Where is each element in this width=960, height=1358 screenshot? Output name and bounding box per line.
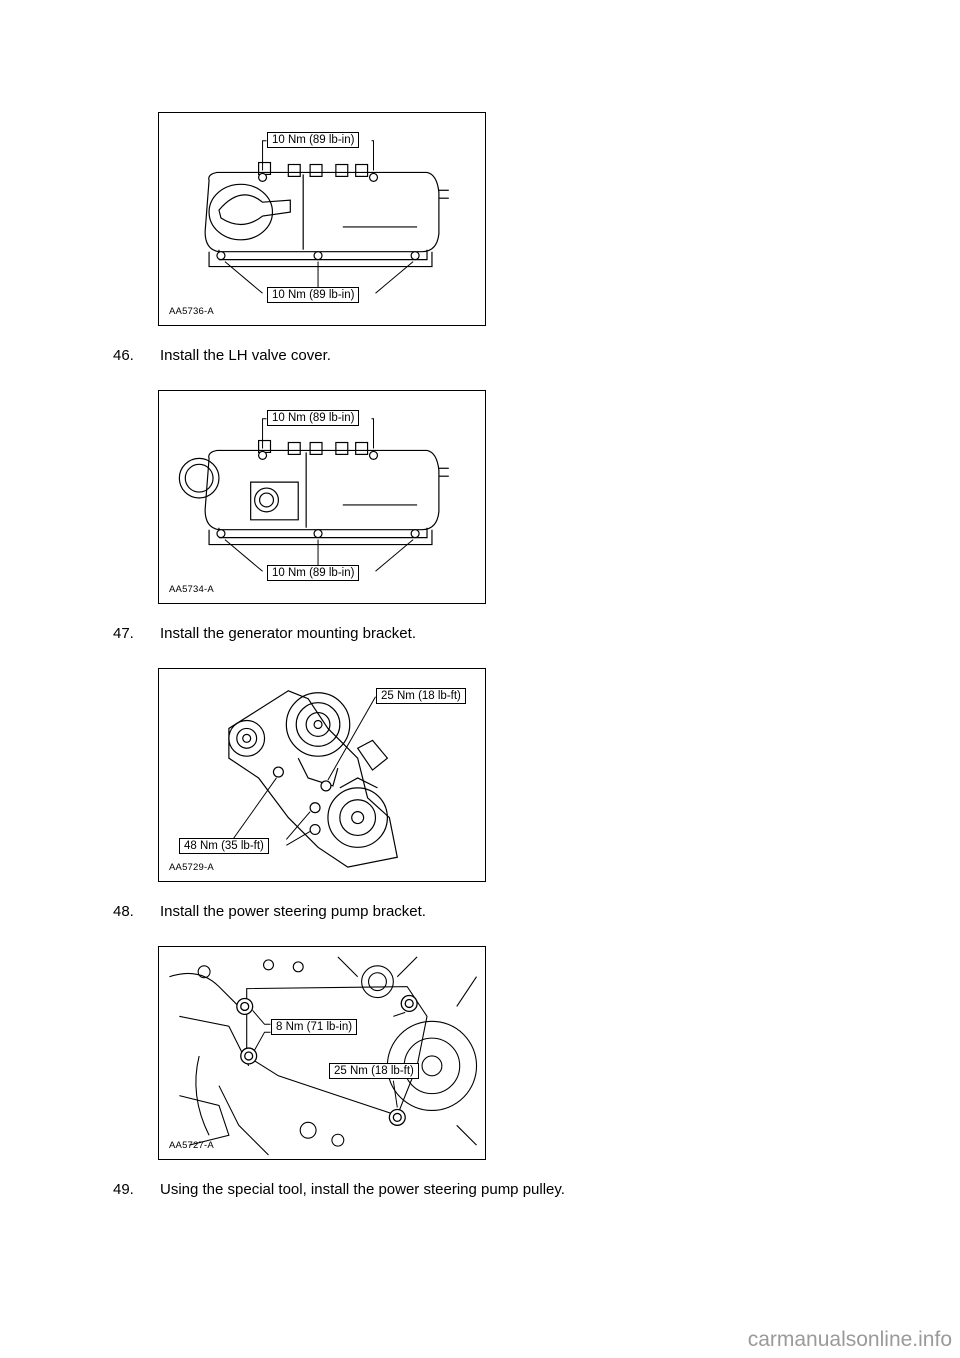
generator-bracket-illustration xyxy=(228,690,398,868)
figure-power-steering-bracket: 8 Nm (71 lb-in) 25 Nm (18 lb-ft) AA5727-… xyxy=(158,946,486,1160)
step-number: 48. xyxy=(113,903,134,920)
torque-callout-generator: 25 Nm (18 lb-ft) xyxy=(376,688,466,704)
torque-callout-bottom: 10 Nm (89 lb-in) xyxy=(267,287,360,303)
step-number: 49. xyxy=(113,1181,134,1198)
step-text: Install the generator mounting bracket. xyxy=(160,625,416,642)
torque-callout-pump-bracket: 8 Nm (71 lb-in) xyxy=(271,1019,358,1035)
watermark-link[interactable]: carmanualsonline.info xyxy=(747,1328,952,1351)
figure-generator-bracket: 25 Nm (18 lb-ft) 48 Nm (35 lb-ft) AA5729… xyxy=(158,668,486,882)
step-text: Install the LH valve cover. xyxy=(160,347,331,364)
torque-callout-bottom: 10 Nm (89 lb-in) xyxy=(267,565,360,581)
power-steering-bracket-illustration xyxy=(169,956,478,1156)
step-46: 46. Install the LH valve cover. xyxy=(113,347,331,364)
figure-id: AA5734-A xyxy=(169,584,214,595)
figure-id: AA5727-A xyxy=(169,1140,214,1151)
torque-callout-bracket: 48 Nm (35 lb-ft) xyxy=(179,838,269,854)
step-48: 48. Install the power steering pump brack… xyxy=(113,903,426,920)
torque-callout-top: 10 Nm (89 lb-in) xyxy=(267,132,360,148)
torque-callout-pump-mount: 25 Nm (18 lb-ft) xyxy=(329,1063,419,1079)
step-number: 47. xyxy=(113,625,134,642)
figure-id: AA5729-A xyxy=(169,862,214,873)
step-text: Using the special tool, install the powe… xyxy=(160,1181,565,1198)
step-47: 47. Install the generator mounting bracke… xyxy=(113,625,416,642)
torque-callout-top: 10 Nm (89 lb-in) xyxy=(267,410,360,426)
figure-lh-valve-cover: 10 Nm (89 lb-in) 10 Nm (89 lb-in) AA5734… xyxy=(158,390,486,604)
step-text: Install the power steering pump bracket. xyxy=(160,903,426,920)
figure-rh-valve-cover: 10 Nm (89 lb-in) 10 Nm (89 lb-in) AA5736… xyxy=(158,112,486,326)
lh-valve-cover-illustration xyxy=(178,418,449,572)
figure-id: AA5736-A xyxy=(169,306,214,317)
rh-valve-cover-illustration xyxy=(204,140,449,294)
step-49: 49. Using the special tool, install the p… xyxy=(113,1181,565,1198)
step-number: 46. xyxy=(113,347,134,364)
